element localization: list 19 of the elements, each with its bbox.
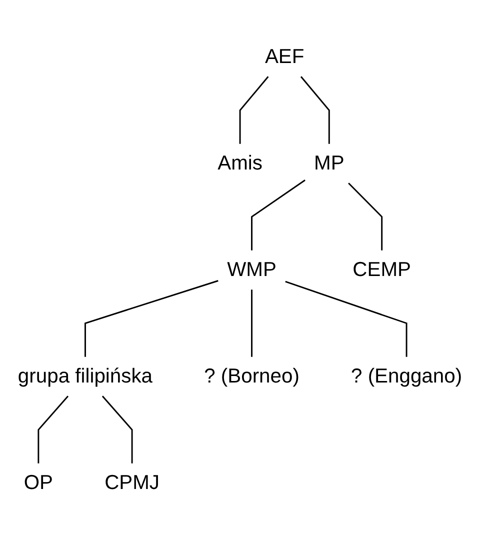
node-text: WMP (227, 258, 276, 281)
node-text: MP (314, 152, 344, 174)
node-text: ? (Enggano) (351, 364, 462, 388)
connector (102, 396, 133, 464)
connector (285, 280, 408, 357)
node-text: Amis (218, 152, 262, 174)
node-text: AEF (264, 45, 304, 68)
node-text: CPMJ (104, 471, 160, 494)
node-text: CEMP (352, 258, 411, 281)
connector (239, 76, 269, 144)
node-text: OP (24, 471, 54, 494)
connector (38, 396, 69, 464)
connector (251, 290, 252, 357)
node-text: ? (Borneo) (204, 364, 300, 388)
connector (300, 76, 330, 144)
connector (251, 180, 306, 250)
connector (348, 182, 383, 250)
connector (84, 280, 218, 357)
node-text: grupa filipińska (18, 364, 153, 388)
